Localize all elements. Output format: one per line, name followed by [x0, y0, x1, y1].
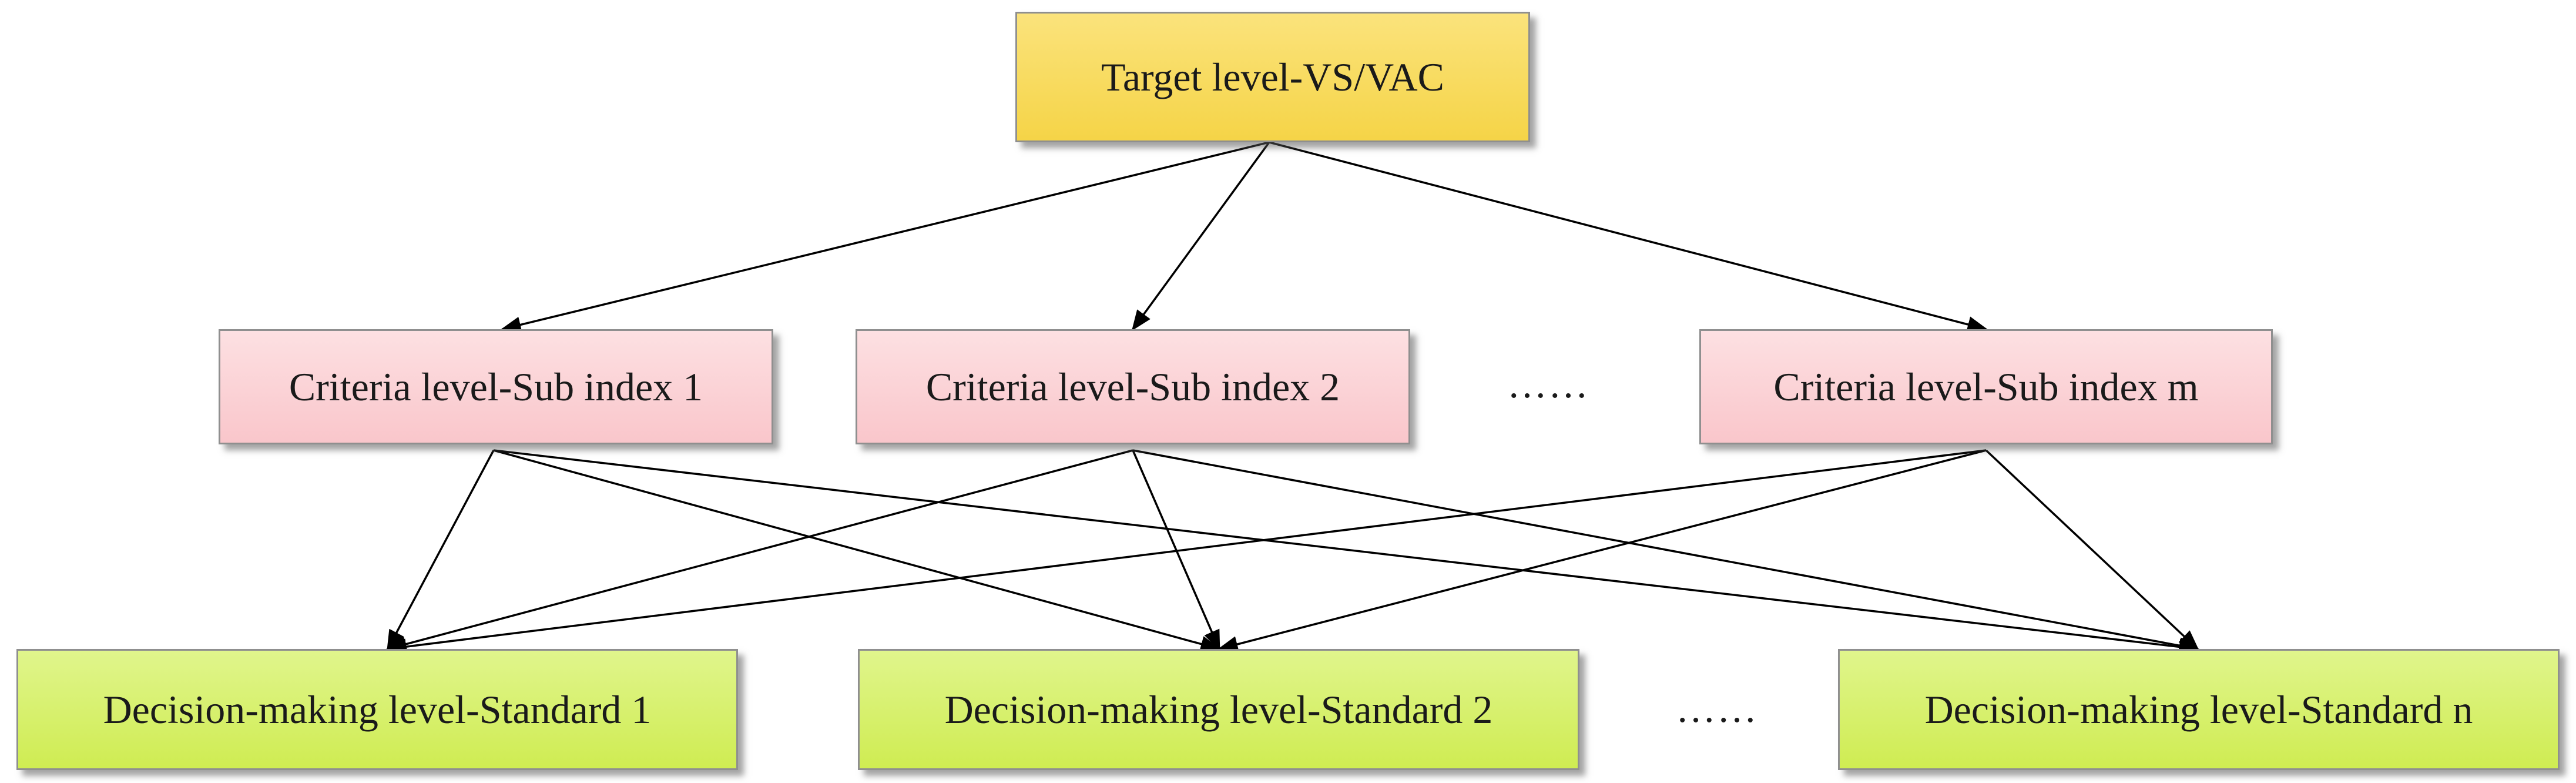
arrow-criteria-1-to-decision-2 — [493, 449, 1222, 652]
decision-label-2: Decision-making level-Standard 2 — [944, 687, 1493, 732]
decision-box-1: Decision-making level-Standard 1 — [16, 649, 738, 770]
criteria-box-1: Criteria level-Sub index 1 — [219, 329, 773, 444]
decision-box-2: Decision-making level-Standard 2 — [858, 649, 1579, 770]
arrow-target-to-criteria-m — [1269, 141, 1988, 333]
criteria-label-m: Criteria level-Sub index m — [1773, 364, 2199, 409]
decision-box-n: Decision-making level-Standard n — [1838, 649, 2560, 770]
arrow-criteria-2-to-decision-2 — [1132, 450, 1220, 651]
decision-label-1: Decision-making level-Standard 1 — [103, 687, 652, 732]
criteria-box-m: Criteria level-Sub index m — [1699, 329, 2273, 444]
criteria-box-2: Criteria level-Sub index 2 — [856, 329, 1410, 444]
arrow-criteria-m-to-decision-2 — [1217, 449, 1987, 652]
arrow-target-to-criteria-1 — [500, 141, 1270, 333]
target-level-box: Target level-VS/VAC — [1015, 12, 1530, 142]
arrow-criteria-m-to-decision-1 — [385, 449, 1987, 655]
arrow-criteria-1-to-decision-n — [493, 449, 2200, 655]
arrow-criteria-2-to-decision-n — [1132, 449, 2200, 654]
criteria-label-2: Criteria level-Sub index 2 — [925, 364, 1340, 409]
arrow-criteria-m-to-decision-n — [1985, 449, 2199, 651]
criteria-label-1: Criteria level-Sub index 1 — [289, 364, 703, 409]
arrow-criteria-1-to-decision-1 — [387, 450, 495, 651]
criteria-ellipsis: …… — [1507, 362, 1589, 406]
arrow-target-to-criteria-2 — [1131, 141, 1270, 331]
decision-label-n: Decision-making level-Standard n — [1924, 687, 2473, 732]
target-level-label: Target level-VS/VAC — [1101, 54, 1444, 99]
decision-ellipsis: …… — [1676, 686, 1758, 731]
arrow-criteria-2-to-decision-1 — [385, 449, 1133, 652]
